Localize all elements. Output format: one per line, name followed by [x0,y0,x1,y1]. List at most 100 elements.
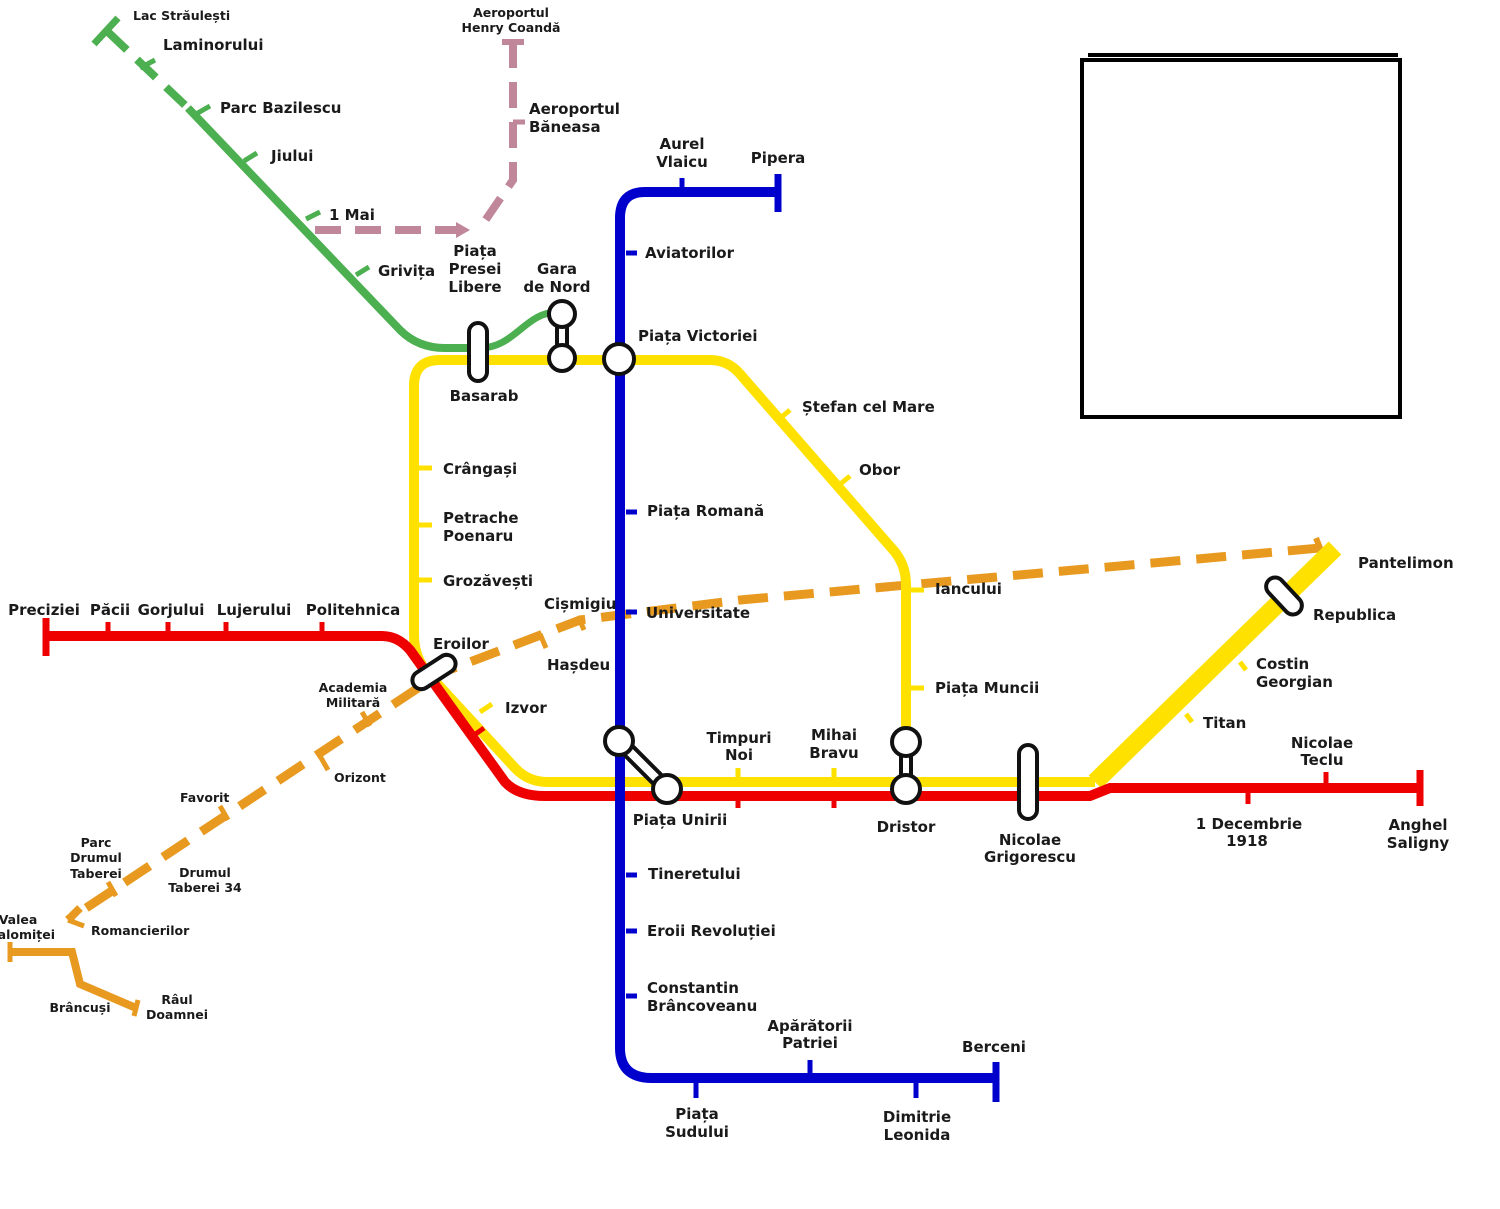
station-ticks-m2 [626,178,919,1098]
label-valea-1: Valea [0,912,37,927]
label-aeroport-baneasa-2: Băneasa [529,118,601,136]
label-nicolae-teclu-1: Nicolae [1291,734,1353,752]
label-mihai-bravu-2: Bravu [809,744,858,762]
label-stefan-cel-mare: Ștefan cel Mare [802,398,935,416]
station-ticks-m1 [418,408,1248,782]
label-basarab: Basarab [450,387,519,405]
label-presei-3: Libere [448,278,501,296]
label-parc-dt-3: Taberei [70,866,122,881]
label-piata-sudului-1: Piața [675,1105,719,1123]
label-preciziei: Preciziei [8,601,80,619]
label-gara-de-nord-2: de Nord [523,278,590,296]
transfer-eroilor [410,652,458,692]
label-lac-straulesti: Lac Străulești [133,8,230,23]
line-m4 [91,15,559,352]
station-ticks-m5 [7,615,587,1017]
transfer-republica [1264,575,1304,617]
transfer-basarab [467,321,489,383]
label-pantelimon: Pantelimon [1358,554,1454,572]
label-timpuri-noi-1: Timpuri [707,729,772,747]
label-aparatorii-2: Patriei [782,1034,838,1052]
legend-box [1080,53,1402,419]
label-piata-romana: Piața Romană [647,502,764,520]
label-anghel-saligny-1: Anghel [1388,816,1447,834]
line-m1 [409,355,1342,789]
label-izvor: Izvor [505,699,547,717]
label-aparatorii-1: Apărătorii [767,1017,852,1035]
label-mihai-bravu-1: Mihai [811,726,857,744]
line-m5 [7,536,1327,1017]
transfer-gara-de-nord [547,299,577,373]
label-brancoveanu-2: Brâncoveanu [647,997,757,1015]
label-raul-doamnei-2: Doamnei [146,1007,208,1022]
label-parc-dt-2: Drumul [70,850,122,865]
label-crangasi: Crângași [443,460,517,478]
transfer-piata-victoriei [602,342,636,376]
terminus-lac-straulesti [91,15,121,47]
station-ticks-m4 [138,57,371,278]
label-1-decembrie-2: 1918 [1226,832,1268,850]
label-eroii-revolutiei: Eroii Revoluției [647,922,776,940]
transfer-piata-unirii [603,725,683,805]
label-anghel-saligny-2: Saligny [1387,834,1450,852]
label-dimitrie-2: Leonida [884,1126,951,1144]
label-dimitrie-1: Dimitrie [883,1108,951,1126]
label-cismigiu: Cișmigiu [544,595,616,613]
label-valea-2: Ialomiței [0,927,55,942]
label-berceni: Berceni [962,1038,1026,1056]
label-aeroport-henry-coanda-2: Henry Coandă [462,20,561,35]
label-costin-2: Georgian [1256,673,1333,691]
label-aurel-vlaicu-1: Aurel [660,135,705,153]
label-titan: Titan [1203,714,1246,732]
label-parc-bazilescu: Parc Bazilescu [220,99,341,117]
label-dt34-2: Taberei 34 [168,880,242,895]
label-brancoveanu-1: Constantin [647,979,739,997]
label-pipera: Pipera [751,149,806,167]
transfer-stations [410,299,1304,821]
station-ticks-m3 [105,622,1329,808]
label-gorjului: Gorjului [138,601,205,619]
label-1-decembrie-1: 1 Decembrie [1196,815,1302,833]
label-iancului: Iancului [935,580,1002,598]
station-labels: Lac Străulești Laminorului Parc Bazilesc… [0,5,1454,1144]
label-timpuri-noi-2: Noi [725,746,753,764]
label-petrache-1: Petrache [443,509,519,527]
label-grigorescu-1: Nicolae [999,831,1061,849]
label-1-mai: 1 Mai [329,206,375,224]
transfer-dristor [890,726,922,805]
label-hasdeu: Hașdeu [547,656,610,674]
label-dristor: Dristor [877,818,936,836]
label-grozavesti: Grozăvești [443,572,533,590]
transfer-nicolae-grigorescu [1017,743,1039,821]
label-petrache-2: Poenaru [443,527,513,545]
line-m6 [315,39,525,238]
label-brancusi: Brâncuși [49,1000,110,1015]
label-tineretului: Tineretului [648,865,741,883]
label-politehnica: Politehnica [306,601,400,619]
line-m2 [615,174,1000,1102]
label-aviatorilor: Aviatorilor [645,244,735,262]
label-grivita: Grivița [378,262,435,280]
label-jiului: Jiului [270,147,313,165]
label-romancierilor: Romancierilor [91,923,190,938]
label-orizont: Orizont [334,770,386,785]
label-presei-1: Piața [453,242,497,260]
label-raul-doamnei-1: Râul [161,992,192,1007]
label-piata-sudului-2: Sudului [665,1123,729,1141]
label-dt34-1: Drumul [179,865,231,880]
label-aeroport-baneasa-1: Aeroportul [529,100,620,118]
line-m3 [42,618,1424,808]
label-laminorului: Laminorului [163,36,263,54]
label-presei-2: Presei [449,260,502,278]
label-universitate: Universitate [646,604,750,622]
label-favorit: Favorit [180,790,229,805]
label-gara-de-nord-1: Gara [537,260,577,278]
label-academia-2: Militară [326,695,380,710]
label-academia-1: Academia [319,680,388,695]
label-eroilor: Eroilor [433,635,490,653]
label-pacii: Păcii [90,601,130,619]
label-piata-unirii: Piața Unirii [633,811,727,829]
label-costin-1: Costin [1256,655,1309,673]
label-grigorescu-2: Grigorescu [984,848,1076,866]
